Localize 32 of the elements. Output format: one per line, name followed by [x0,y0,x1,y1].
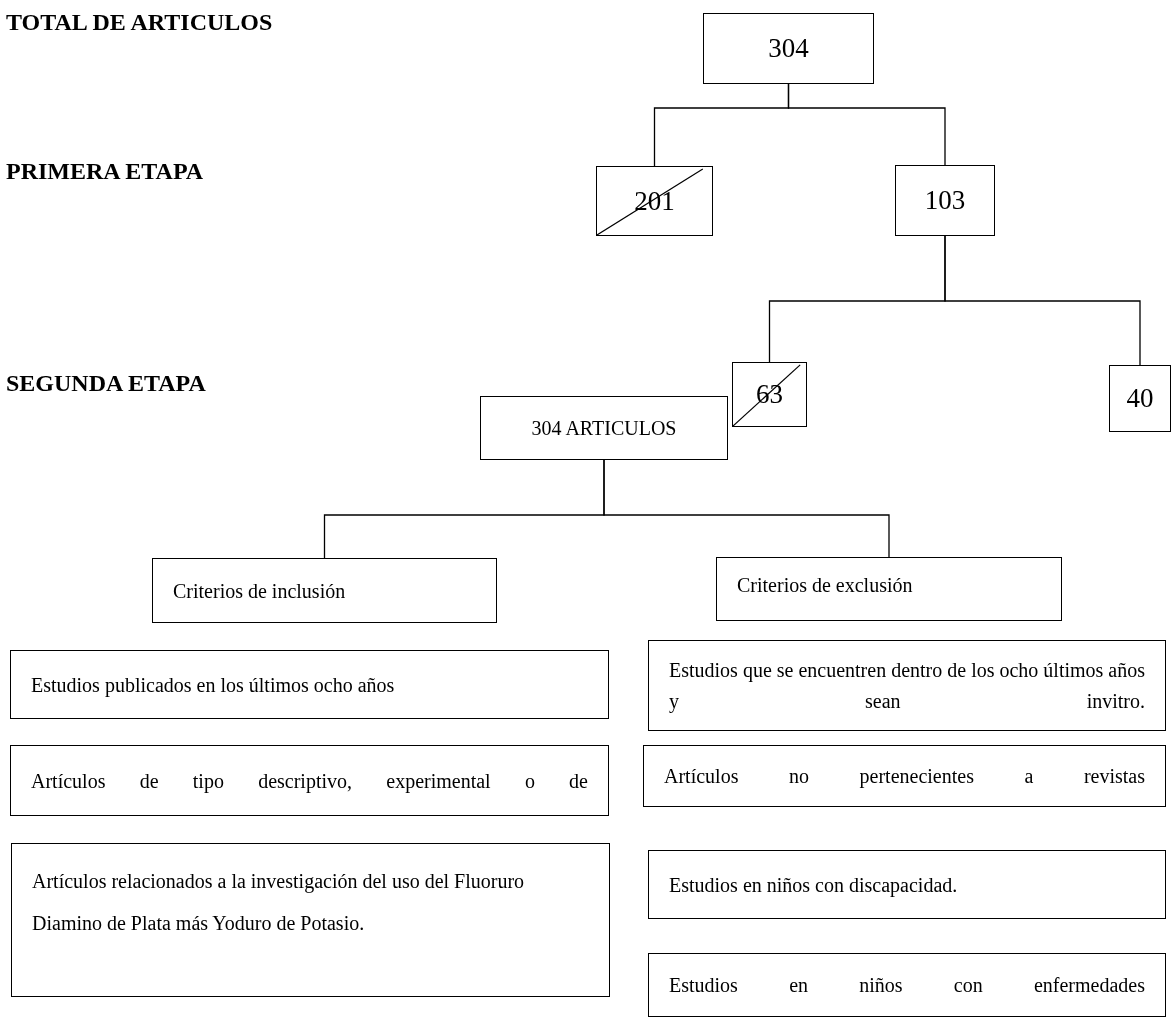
box-text: Estudios que se encuentren dentro de los ocho últimos años y sean invitro. [669,657,1145,715]
stage-heading: PRIMERA ETAPA [6,157,204,186]
process-box [152,558,497,623]
stage-heading: SEGUNDA ETAPA [6,369,206,398]
box-text: Estudios publicados en los últimos ocho años [31,672,395,699]
box-text: 103 [924,184,966,218]
process-box [716,557,1062,621]
connector-line [944,235,1141,366]
process-box [703,13,874,84]
process-box [895,165,995,236]
process-box [648,850,1166,919]
box-text: 40 [1126,382,1154,416]
process-box [10,650,609,719]
box-text: Estudios en niños con enfermedades [669,973,1145,998]
box-text: Artículos de tipo descriptivo, experimental o de [31,768,588,795]
box-text: Estudios en niños con discapacidad. [669,872,958,899]
connector-line [603,459,890,558]
box-text: Criterios de inclusión [173,578,346,604]
connector-line [787,83,946,166]
stage-heading: TOTAL DE ARTICULOS [6,8,273,37]
process-box [1109,365,1171,432]
process-box [643,745,1166,807]
process-box [648,640,1166,731]
process-box [11,843,610,997]
box-text: Artículos no pertenecientes a revistas [664,764,1145,790]
box-text: Criterios de exclusión [737,573,913,598]
box-text: 304 ARTICULOS [531,416,677,441]
process-box [648,953,1166,1017]
process-box [480,396,728,460]
box-text: 304 [768,32,809,66]
box-text: Artículos relacionados a la investigación del uso del Fluoruro Diamino de Plata más Yoduro de Potasio. [32,869,526,936]
process-box [10,745,609,816]
